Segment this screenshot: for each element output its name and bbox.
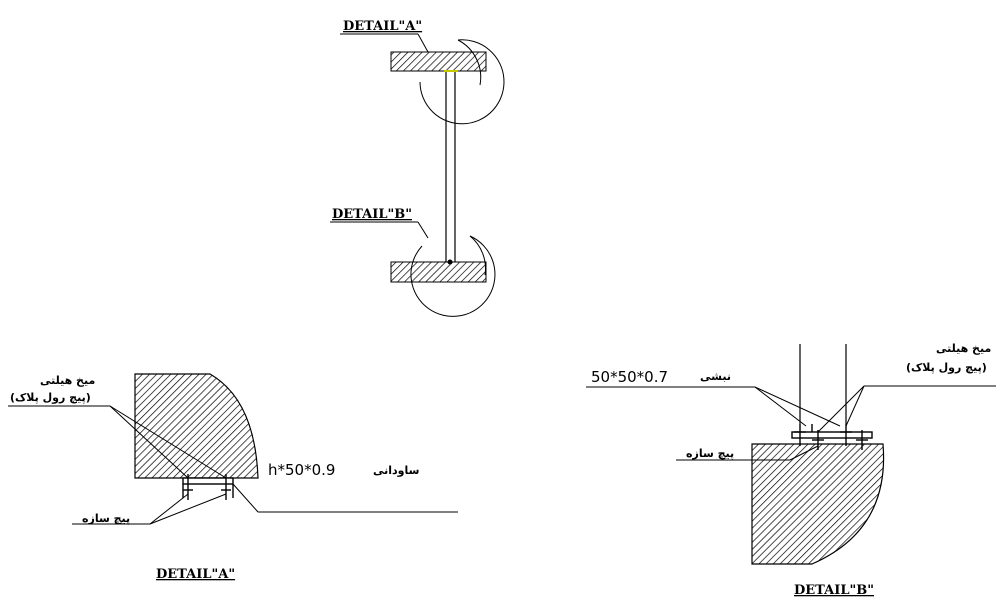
- detail-b-fastener-mid: [812, 430, 824, 450]
- detail-b-leader: [417, 221, 429, 239]
- detail-b-nail-note-1: میخ هیلتی: [936, 342, 991, 355]
- bottom-flange: [390, 261, 487, 283]
- web-bottom-mark: [447, 259, 453, 265]
- detail-b-screw-leader-1: [789, 445, 819, 461]
- detail-a-fastener-left: [183, 474, 193, 500]
- detail-b-callout-arc: [469, 235, 486, 276]
- detail-b-profile-name: نبشی: [700, 370, 731, 383]
- detail-b-screw-note: پیچ سازه: [686, 447, 734, 460]
- detail-a-callout-circle: [419, 39, 505, 125]
- detail-b-tag: DETAIL"B": [332, 207, 412, 222]
- detail-b-callout-circle: [410, 235, 496, 317]
- detail-a-nail-note-1: میخ هیلتی: [40, 374, 95, 387]
- detail-a-nail-note-2: (پیچ رول پلاک): [10, 391, 91, 404]
- detail-a-nail-leader-2: [109, 405, 227, 479]
- section-view: DETAIL"A" DETAIL"B": [330, 19, 505, 317]
- detail-a-profile-leader-1: [232, 483, 259, 513]
- detail-b-fastener-left: [794, 424, 806, 446]
- detail-a-screw-note: پیچ سازه: [82, 512, 130, 525]
- detail-b-fastener-far: [856, 430, 868, 450]
- detail-b-nail-note-2: (پیچ رول پلاک): [906, 361, 987, 374]
- detail-a-nail-leader-1: [109, 405, 189, 479]
- detail-b-nail-leader-1: [845, 385, 865, 427]
- detail-b-slab: [751, 443, 885, 565]
- detail-b-nail-leader-2: [817, 385, 865, 433]
- detail-b-title: DETAIL"B": [794, 583, 874, 598]
- detail-a-tag: DETAIL"A": [343, 19, 422, 34]
- detail-a-profile-name: ساودانی: [373, 464, 419, 477]
- detail-a-title: DETAIL"A": [156, 567, 235, 582]
- detail-a-slab: [134, 373, 259, 479]
- detail-a: میخ هیلتی (پیچ رول پلاک) h*50*0.9 ساودان…: [8, 373, 458, 582]
- top-flange: [390, 51, 487, 72]
- detail-a-screw-leader-2: [149, 493, 227, 525]
- detail-a-fastener-right: [221, 474, 231, 500]
- detail-b-fastener-right: [840, 424, 852, 446]
- detail-b: 50*50*0.7 نبشی میخ هیلتی (پیچ رول پلاک) …: [586, 342, 996, 598]
- detail-a-leader: [417, 33, 429, 53]
- detail-b-profile: [791, 431, 873, 439]
- detail-b-profile-dimension: 50*50*0.7: [591, 368, 668, 386]
- detail-b-profile-leader-2: [754, 386, 841, 427]
- detail-a-callout-arc: [457, 39, 482, 86]
- detail-a-profile: [182, 477, 234, 485]
- detail-a-profile-dimension: h*50*0.9: [268, 461, 335, 479]
- detail-a-screw-leader-1: [149, 493, 189, 525]
- detail-b-profile-leader-1: [754, 386, 807, 427]
